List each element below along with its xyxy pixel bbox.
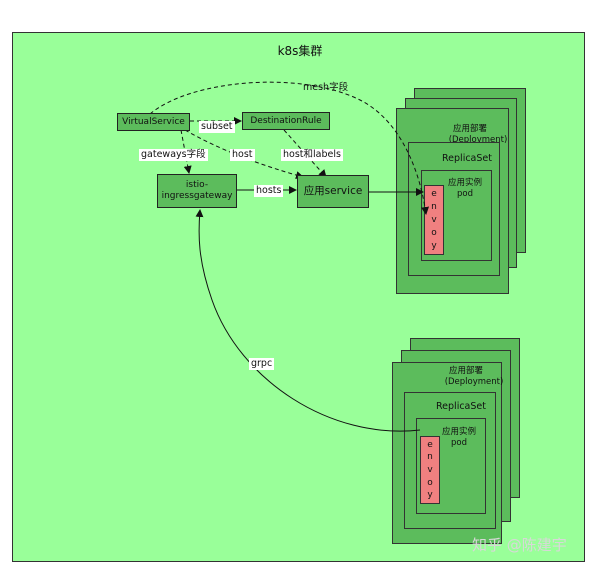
envoy-1-char: n: [431, 202, 437, 212]
label-host-labels: host和labels: [281, 149, 343, 161]
envoy-1-char: e: [431, 189, 437, 199]
envoy-2-char: y: [427, 490, 433, 501]
envoy-2-char: o: [427, 477, 433, 488]
edge-grpc: [195, 209, 421, 432]
envoy-1-char: y: [431, 241, 437, 251]
edge-host: [184, 129, 304, 179]
label-host: host: [230, 149, 255, 161]
deployment-1-title: 应用部署: [452, 124, 487, 134]
envoy-2-char: e: [427, 439, 433, 450]
envoy-2-char: n: [427, 452, 433, 463]
pod-2-sub: pod: [451, 438, 467, 448]
envoy-sidecar-2: e n v o y: [420, 436, 440, 504]
label-hosts: hosts: [254, 185, 284, 197]
virtual-service-node: VirtualService: [117, 113, 190, 131]
deployment-2-subtitle: (Deployment): [444, 377, 504, 387]
envoy-1-char: o: [431, 228, 437, 238]
app-service-node: 应用service: [297, 175, 369, 208]
envoy-1-char: v: [431, 215, 437, 225]
envoy-2-char: v: [427, 464, 433, 475]
pod-2-title: 应用实例: [441, 427, 476, 437]
destination-rule-node: DestinationRule: [242, 112, 330, 130]
deployment-2-title: 应用部署: [448, 366, 483, 376]
cluster-title: k8s集群: [277, 44, 323, 58]
deployment-1-subtitle: (Deployment): [448, 135, 508, 145]
label-grpc: grpc: [249, 358, 275, 370]
replicaset-1-label: ReplicaSet: [442, 153, 492, 164]
watermark: 知乎 @陈建宇: [472, 536, 567, 554]
ingress-gateway-node: istio- ingressgateway: [157, 174, 237, 208]
replicaset-2-label: ReplicaSet: [436, 401, 486, 412]
label-subset: subset: [199, 121, 235, 133]
pod-1-sub: pod: [457, 189, 473, 199]
pod-1-title: 应用实例: [447, 178, 482, 188]
label-gateways: gateways字段: [139, 149, 208, 161]
label-mesh: mesh字段: [303, 82, 349, 93]
envoy-sidecar-1: e n v o y: [424, 185, 444, 255]
edge-mesh: [149, 81, 430, 215]
